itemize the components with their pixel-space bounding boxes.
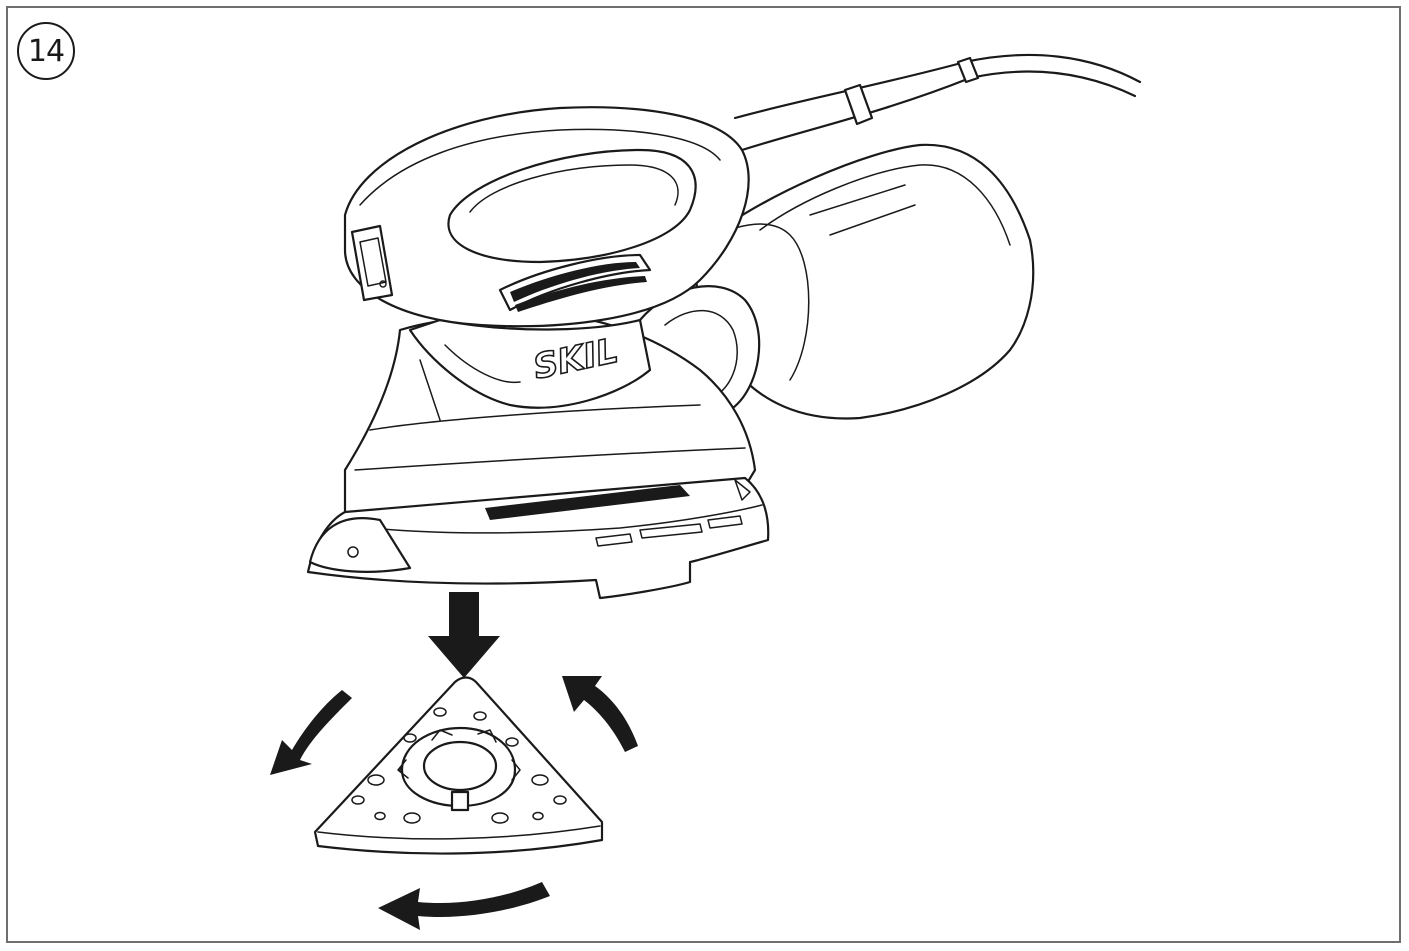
step-number: 14 [27, 33, 65, 69]
step-number-badge: 14 [17, 22, 75, 80]
rotate-arrows-icon [270, 676, 638, 930]
figure-frame [6, 6, 1401, 943]
sander-housing: SKIL [343, 313, 757, 522]
sander-base-plate [306, 476, 770, 600]
sander-handle [343, 106, 750, 328]
power-cord [733, 53, 1142, 152]
sanding-pad [313, 676, 604, 855]
arrow-down-icon [428, 592, 500, 678]
